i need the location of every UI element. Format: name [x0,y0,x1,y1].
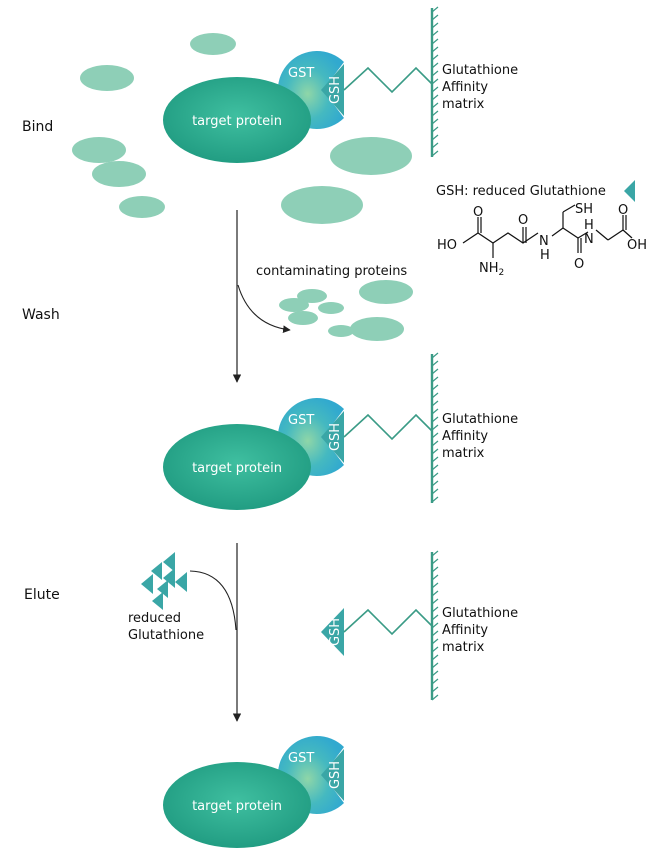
atom-o: O [473,205,483,220]
gsh-molecule-icon [157,580,168,598]
atom-o: O [618,203,628,218]
gsh-molecule-icon [151,562,162,580]
gsh-label: GSH [328,423,343,451]
target-protein-label: target protein [192,799,282,814]
atom-o: O [518,213,528,228]
matrix-label-line1: Glutathione [442,63,518,78]
target-protein-label: target protein [192,114,282,129]
affinity-matrix-hatch [431,6,439,157]
gsh-label: GSH [328,761,343,789]
contaminant-protein [281,186,363,224]
atom-oh: OH [627,238,647,253]
matrix-label-line3: matrix [442,640,485,655]
structure-bond [551,227,564,237]
bind-complex: GST target protein GSH Glutathione Affin… [163,6,518,163]
contaminant-protein [288,311,318,325]
gsh-molecule-icon [175,572,187,592]
target-protein [163,762,311,848]
eluted-complex: GST target protein GSH [163,736,344,848]
affinity-matrix-hatch [431,550,439,701]
atom-h: H [584,218,594,233]
gst-label: GST [288,413,314,428]
target-protein [163,424,311,510]
matrix-label-line3: matrix [442,97,485,112]
bind-contaminants [72,33,412,224]
affinity-matrix-hatch [431,352,439,503]
matrix-label-line3: matrix [442,446,485,461]
linker-chain [343,608,433,636]
atom-sh: SH [575,202,593,217]
structure-bond [607,229,624,241]
gsh-label: GSH [328,618,343,646]
gsh-legend-icon [624,180,635,202]
washed-contaminants [279,280,413,341]
step-label-wash: Wash [22,307,60,323]
gsh-label: GSH [328,76,343,104]
atom-o: O [574,257,584,272]
reduced-glutathione-label-line1: reduced [128,611,181,626]
atom-nh2-subscript: 2 [499,268,505,278]
structure-bond [562,227,579,239]
atom-h: H [540,248,550,263]
gst-label: GST [288,66,314,81]
washed-complex: GST target protein GSH Glutathione Affin… [163,352,518,510]
linker-chain [343,66,433,94]
contaminant-protein [92,161,146,187]
step-label-bind: Bind [22,119,53,135]
gsh-molecule-icon [141,574,153,594]
target-protein-label: target protein [192,461,282,476]
gsh-ligand [321,411,344,463]
atom-n: N [584,232,594,247]
contaminant-protein [318,302,344,314]
atom-nh2: NH2 [479,261,504,278]
linker-chain [343,413,433,441]
contaminant-protein [190,33,236,55]
matrix-label-line2: Affinity [442,80,488,95]
elute-arrow [189,570,237,631]
gsh-legend-title: GSH: reduced Glutathione [436,184,606,199]
matrix-label-line1: Glutathione [442,606,518,621]
gsh-ligand [321,64,344,116]
target-protein [163,77,311,163]
reduced-glutathione-label-line2: Glutathione [128,628,204,643]
structure-bonds [462,232,539,244]
contaminant-protein [350,317,404,341]
atom-ho: HO [437,238,457,253]
gsh-legend: GSH: reduced Glutathione [436,180,635,202]
wash-away-arrow [237,284,291,333]
matrix-label-line1: Glutathione [442,412,518,427]
glutathione-structure [462,204,633,258]
contaminant-protein [359,280,413,304]
glutathione-atoms: HO O NH2 O N H SH H N O O OH [437,202,647,278]
contaminant-protein [330,137,412,175]
contaminant-protein [279,298,309,312]
atom-n: N [539,234,549,249]
gst-label: GST [288,751,314,766]
eluted-matrix: GSH Glutathione Affinity matrix [321,550,518,701]
step-label-elute: Elute [24,587,60,603]
gsh-molecule-icon [163,552,175,572]
contaminant-protein [297,289,327,303]
contaminant-protein [72,137,126,163]
structure-bond [595,229,609,241]
gsh-ligand [321,749,344,801]
structure-bond [562,204,576,213]
free-reduced-glutathione [141,552,187,610]
contaminating-proteins-label: contaminating proteins [256,264,407,279]
matrix-label-line2: Affinity [442,623,488,638]
gsh-molecule-icon [152,592,163,610]
structure-bond [622,229,633,239]
contaminant-protein [328,325,354,337]
matrix-label-line2: Affinity [442,429,488,444]
contaminant-protein [80,65,134,91]
gsh-molecule-icon [163,568,175,588]
gsh-ligand [321,608,344,656]
contaminant-protein [119,196,165,218]
structure-bond [577,231,589,239]
